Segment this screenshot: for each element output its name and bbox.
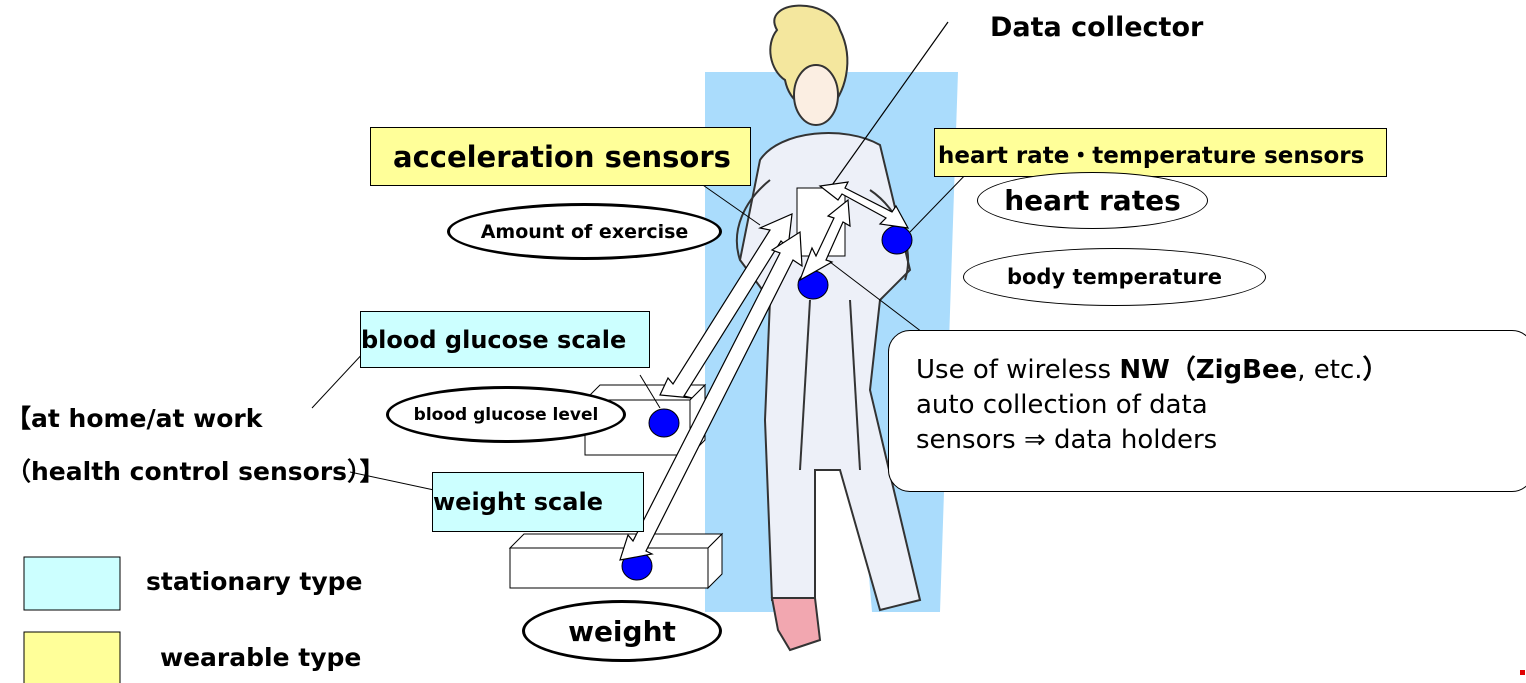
arrow-collector-weight bbox=[619, 230, 803, 561]
accel-leader bbox=[699, 182, 761, 226]
weight-scale-box: weight scale bbox=[432, 472, 644, 532]
glucose-scale-leader bbox=[639, 374, 661, 409]
heart-rates-oval: heart rates bbox=[977, 172, 1208, 229]
callout-line1: Use of wireless NW（ZigBee, etc.） bbox=[916, 355, 1389, 385]
heart-leader bbox=[909, 169, 971, 233]
legend-wearable-swatch bbox=[23, 631, 121, 683]
body-temperature-oval: body temperature bbox=[963, 248, 1266, 306]
wireless-network-callout: Use of wireless NW（ZigBee, etc.） auto co… bbox=[888, 330, 1526, 492]
blood-glucose-scale-box: blood glucose scale bbox=[360, 311, 650, 368]
legend-stationary-label: stationary type bbox=[146, 567, 363, 596]
home-work-label-line1: 【at home/at work bbox=[6, 404, 263, 433]
home-work-label-line2: （health control sensors）】 bbox=[6, 457, 385, 486]
weight-scale-device bbox=[508, 532, 724, 590]
legend-wearable-label: wearable type bbox=[160, 643, 362, 672]
heart-sensor-node bbox=[881, 225, 913, 255]
callout-line2: auto collection of data bbox=[916, 390, 1208, 420]
callout-line3: sensors ⇒ data holders bbox=[916, 425, 1218, 455]
legend-stationary-swatch bbox=[23, 556, 121, 611]
corner-dot bbox=[1520, 670, 1525, 675]
arrow-collector-glucose bbox=[659, 213, 793, 399]
collector-leader-line bbox=[829, 21, 949, 189]
heart-temperature-sensors-box: heart rate・temperature sensors bbox=[934, 128, 1387, 177]
home-leader-2 bbox=[349, 471, 435, 491]
acceleration-sensors-box: acceleration sensors bbox=[370, 127, 751, 186]
arrow-collector-heart bbox=[818, 181, 910, 229]
callout-pointer bbox=[829, 261, 923, 333]
glucose-sensor-node bbox=[648, 408, 680, 438]
blood-glucose-level-oval: blood glucose level bbox=[386, 386, 626, 443]
data-collector-label: Data collector bbox=[990, 12, 1204, 43]
arrow-collector-waist bbox=[798, 198, 851, 282]
amount-of-exercise-oval: Amount of exercise bbox=[447, 203, 722, 260]
weight-oval: weight bbox=[522, 600, 722, 662]
